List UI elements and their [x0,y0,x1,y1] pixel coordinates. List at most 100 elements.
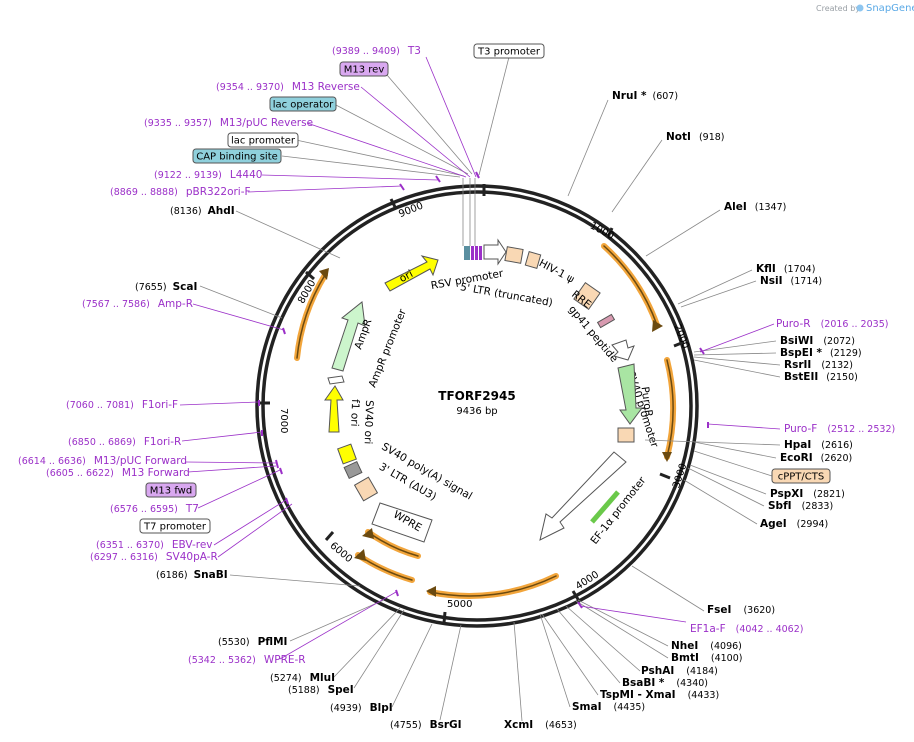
tick-label-2000: 2000 [671,323,691,351]
enzyme-name: SmaI [572,701,602,713]
enzyme-pos: (2150) [826,372,858,383]
cppt-feature [617,427,635,443]
enzyme-name: AleI [724,201,747,213]
primer-range: (6297 .. 6316) [90,552,158,563]
enzyme-name: MluI [310,672,335,684]
enzyme-pos: (2072) [823,336,855,347]
primer-range: (7567 .. 7586) [82,299,150,310]
top-feature-cluster [464,246,482,260]
enzyme-pos: (2620) [821,453,853,464]
backbone-outer [255,184,699,628]
enzymes-right: NruI *(607) NotI(918) AleI(1347) KflI(17… [504,90,862,731]
svg-text:(5274)MluI: (5274) MluI [270,672,335,684]
t3-promoter-label: T3 promoter [477,47,541,58]
enzyme-pos: (918) [699,132,725,143]
svg-text:(4939)BlpI: (4939)BlpI [330,702,393,714]
primer-range: (9389 .. 9409) [332,46,400,57]
primer-name: T7 [185,503,199,515]
svg-text:(7655)ScaI: (7655)ScaI [135,281,197,293]
primer-leader-lines [179,56,781,660]
primer-name: WPRE-R [264,654,306,666]
enzyme-pos: (2129) [830,348,862,359]
enzyme-pos: (607) [653,91,679,102]
enzyme-pos: (4096) [710,641,742,652]
enzyme-pos: (4939) [330,703,362,714]
primer-range: (5342 .. 5362) [188,655,256,666]
svg-text:BspEI *(2129): BspEI * (2129) [780,347,862,359]
ef1a-feature [539,451,627,541]
ltr5-label: 5' LTR (truncated) [459,281,553,309]
f1-ori-feature [324,385,344,433]
svg-text:(9389 .. 9409)T3: (9389 .. 9409)T3 [332,45,421,57]
snapgene-logo: SnapGene [856,3,914,14]
svg-text:(6576 .. 6595)T7: (6576 .. 6595)T7 [110,503,199,515]
snapgene-wordmark: SnapGene [866,3,914,14]
tick-label-7000: 7000 [278,408,289,433]
primer-range: (2512 .. 2532) [827,424,895,435]
enzyme-pos: (8136) [170,206,202,217]
svg-text:Puro-F(2512 .. 2532): Puro-F (2512 .. 2532) [784,423,895,435]
enzymes-left: (8136)AhdI (7655)ScaI (6186)SnaBI (5530)… [135,205,462,731]
svg-text:EF1a-F(4042 .. 4062): EF1a-F(4042 .. 4062) [690,623,803,635]
enzyme-name: KflI [756,263,776,275]
cap-site-label: CAP binding site [196,152,278,163]
primer-name: SV40pA-R [166,551,218,563]
hiv-psi-feature [524,250,542,270]
cppt-label: cPPT/CTS [778,472,824,483]
hiv-psi-label: HIV-1 ψ [537,257,577,286]
enzyme-name: BspEI * [780,347,823,359]
primer-range: (4042 .. 4062) [736,624,804,635]
enzyme-pos: (2132) [821,360,853,371]
plasmid-name: TFORF2945 [438,389,515,403]
enzyme-name: NruI * [612,90,647,102]
svg-text:(6850 .. 6869)F1ori-R: (6850 .. 6869)F1ori-R [68,436,181,448]
svg-text:(7060 .. 7081)F1ori-F: (7060 .. 7081)F1ori-F [66,399,178,411]
primer-range: (9122 .. 9139) [154,170,222,181]
svg-text:EcoRI(2620): EcoRI(2620) [780,452,852,464]
svg-text:(9354 .. 9370)M13 Reverse: (9354 .. 9370)M13 Reverse [216,81,360,93]
enzyme-pos: (5274) [270,673,302,684]
primers-left: (9389 .. 9409)T3 (9354 .. 9370)M13 Rever… [18,45,421,666]
gp41-feature [596,313,616,329]
svg-text:XcmI(4653): XcmI(4653) [504,719,577,731]
enzyme-name: BmtI [671,652,699,664]
enzyme-name: RsrII [784,359,811,371]
primer-name: Puro-F [784,423,817,435]
svg-text:(8136)AhdI: (8136) AhdI [170,205,235,217]
cppt-box [771,468,831,484]
svg-text:NotI(918): NotI (918) [666,131,724,143]
enzyme-pos: (2821) [813,489,845,500]
m13-rev-box [339,61,389,77]
f1-ori-label: f1 ori [348,399,361,427]
enzyme-name: AgeI [760,518,787,530]
svg-text:HpaI(2616): HpaI(2616) [784,439,853,451]
cap-site-box [192,148,282,164]
arc-3 [427,573,559,599]
arc-4 [355,552,415,583]
t7-promoter-label: T7 promoter [143,522,207,533]
leader-lines [199,56,781,722]
tick-label-5000: 5000 [447,599,472,610]
enzyme-name: AhdI [208,205,235,217]
lac-operator-box [269,96,337,112]
tick-marks [259,184,685,624]
primer-range: (8869 .. 8888) [110,187,178,198]
enzyme-name: PflMI [258,636,288,648]
ltr3-feature [353,476,379,502]
enzyme-name: FseI [707,604,731,616]
svg-text:TspMI - XmaI(4433): TspMI - XmaI(4433) [600,689,719,701]
primer-range: (7060 .. 7081) [66,400,134,411]
enzyme-name: SnaBI [194,569,228,581]
ori-label: ori [397,268,415,285]
primer-range: (6351 .. 6370) [96,540,164,551]
enzyme-name: NotI [666,131,691,143]
lac-promoter-box [227,132,299,148]
svg-text:AgeI(2994): AgeI(2994) [760,518,828,530]
gp41-label: gp41 peptide [566,303,620,364]
m13-fwd-box [145,482,197,498]
svg-text:(6297 .. 6316)SV40pA-R: (6297 .. 6316) SV40pA-R [90,551,218,563]
lac-promoter-label: lac promoter [231,136,296,147]
svg-text:(9122 .. 9139)L4440: (9122 .. 9139)L4440 [154,169,262,181]
plasmid-length: 9436 bp [456,406,497,417]
